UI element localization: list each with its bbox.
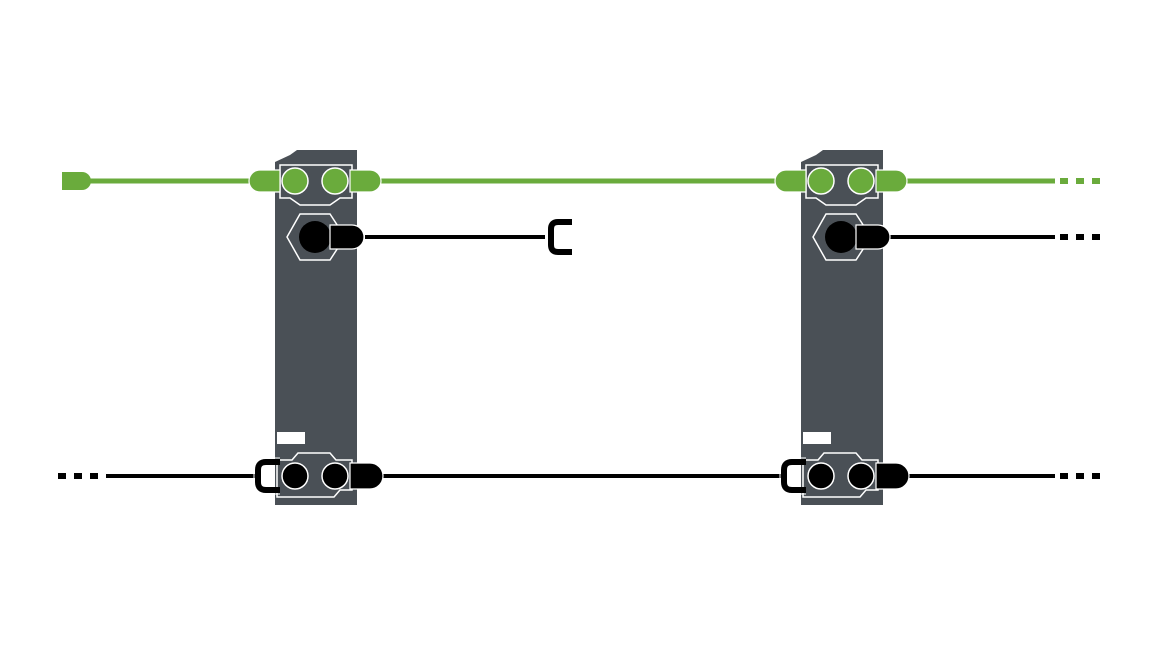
module-1 — [249, 150, 383, 505]
black-upper-line — [365, 219, 1102, 255]
module-2 — [775, 150, 909, 505]
green-bus-line — [62, 172, 1102, 190]
